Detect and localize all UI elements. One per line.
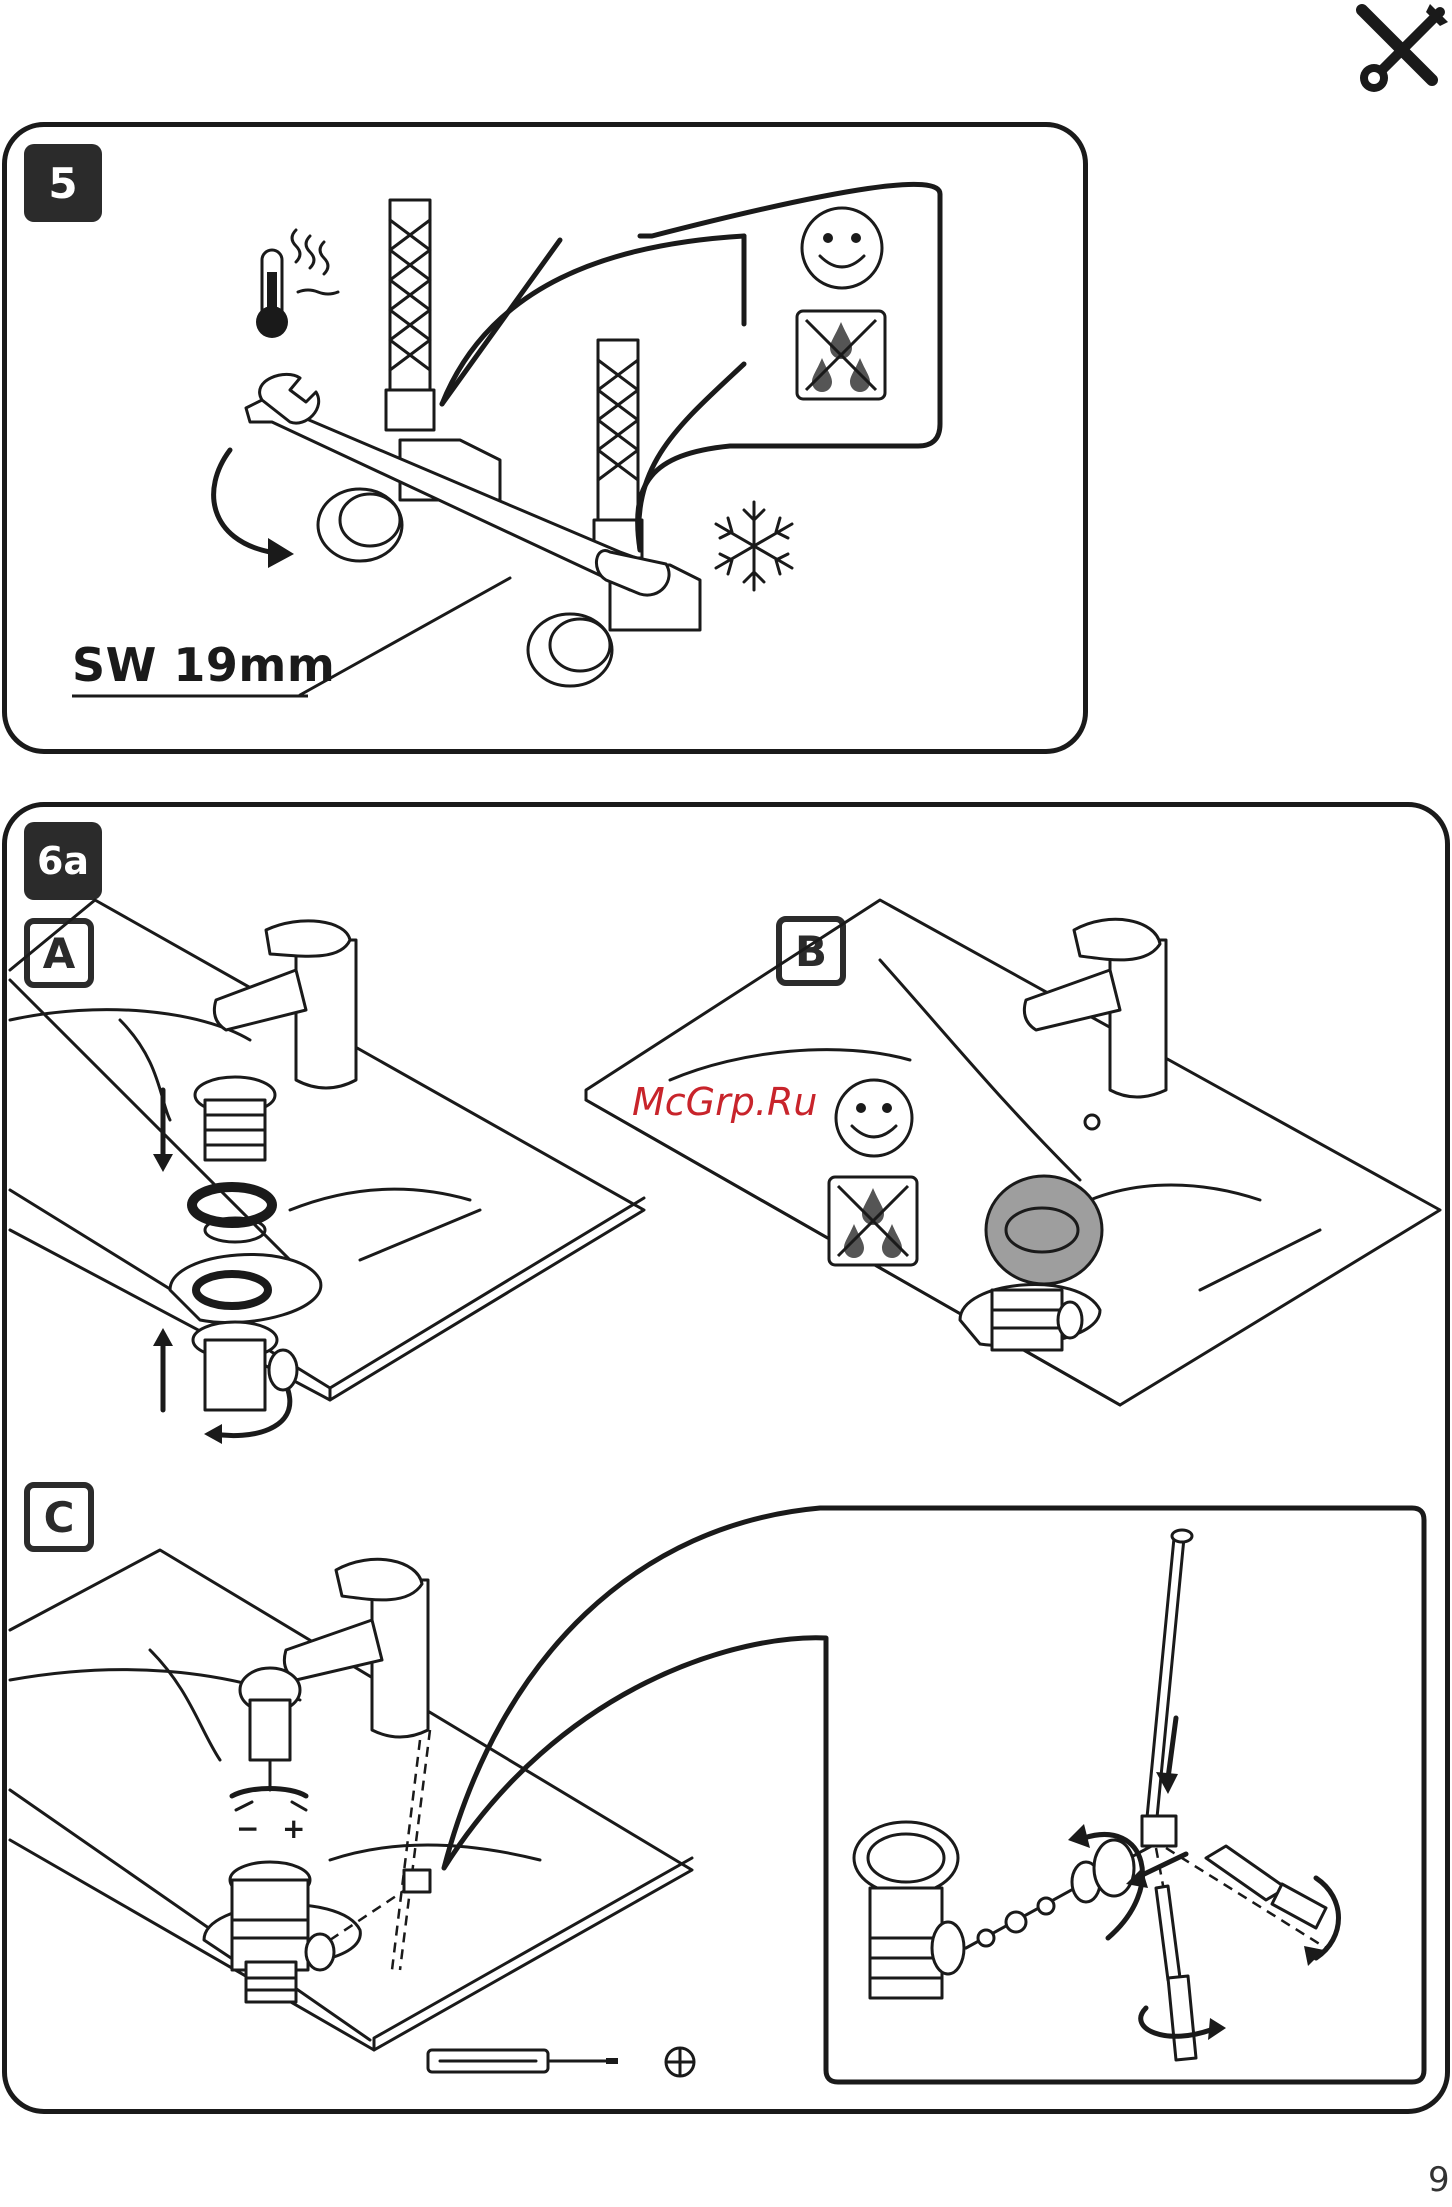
step6a-badge: 6a [24, 822, 102, 900]
page-number: 9 [1428, 2160, 1450, 2200]
adjust-minus-label: − [236, 1812, 259, 1845]
popup-mechanism-illustration [846, 1528, 1386, 2068]
basin-b-illustration [580, 900, 1450, 1420]
smiley-icon [798, 204, 886, 292]
step5-badge: 5 [24, 144, 102, 222]
no-drip-icon [794, 308, 888, 402]
no-drip-icon-b [826, 1174, 920, 1268]
wrench-size-label: SW 19mm [72, 638, 335, 692]
adjust-plus-label: + [282, 1812, 305, 1845]
basin-a-illustration [0, 900, 660, 1460]
wrench-size-underline [72, 694, 312, 698]
watermark-text: McGrp.Ru [632, 1080, 817, 1124]
smiley-icon-b [832, 1076, 916, 1160]
tools-icon [1352, 0, 1452, 95]
